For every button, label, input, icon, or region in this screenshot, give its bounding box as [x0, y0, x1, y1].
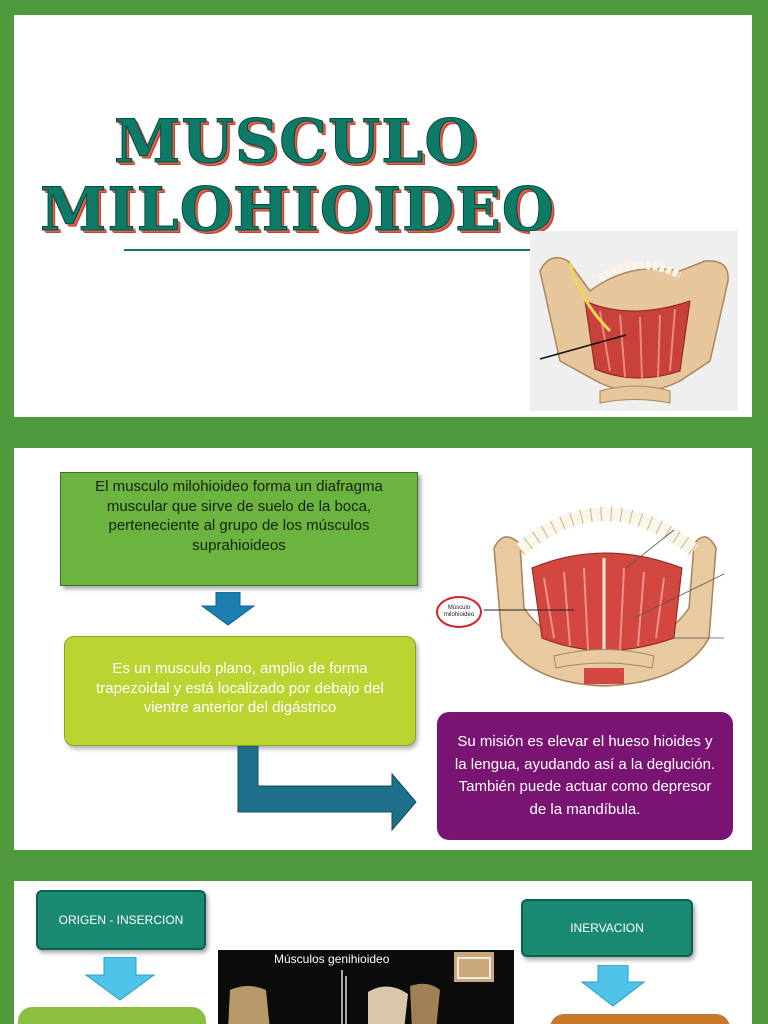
photo-caption: Músculos genihioideo: [274, 952, 390, 966]
origin-insertion-box: ORIGEN - INSERCION: [36, 890, 206, 950]
title-line-2: MILOHIOIDEO: [39, 175, 556, 246]
innervation-box: INERVACION: [521, 899, 693, 957]
innervation-detail-box: [550, 1014, 730, 1024]
title-line-1: MUSCULO: [114, 107, 478, 178]
figure-label-line1: Músculo: [447, 605, 471, 612]
mandible-illustration-top: [484, 507, 724, 687]
down-arrow-icon-left: [84, 957, 156, 1001]
shape-description-box: Es un musculo plano, amplio de forma tra…: [64, 636, 416, 746]
mission-box: Su misión es elevar el hueso hioides y l…: [437, 712, 733, 840]
down-arrow-icon: [200, 592, 256, 626]
bent-arrow-icon: [237, 746, 417, 832]
down-arrow-icon-right: [580, 965, 646, 1007]
figure-label-line2: milohioideo: [443, 612, 475, 618]
slide-title: MUSCULO MILOHIOIDEO: [14, 15, 752, 417]
dissection-photo: Músculos genihioideo: [218, 950, 514, 1024]
slide-origin-innervation: ORIGEN - INSERCION INERVACION Músculos g…: [14, 881, 752, 1024]
mandible-illustration-front: [530, 231, 738, 411]
title-underline: [124, 249, 542, 251]
origin-detail-box: [18, 1007, 206, 1024]
definition-box: El musculo milohioideo forma un diafragm…: [60, 472, 418, 586]
figure-label-oval: Músculo milohioideo: [436, 596, 482, 628]
slide-description: El musculo milohioideo forma un diafragm…: [14, 448, 752, 850]
